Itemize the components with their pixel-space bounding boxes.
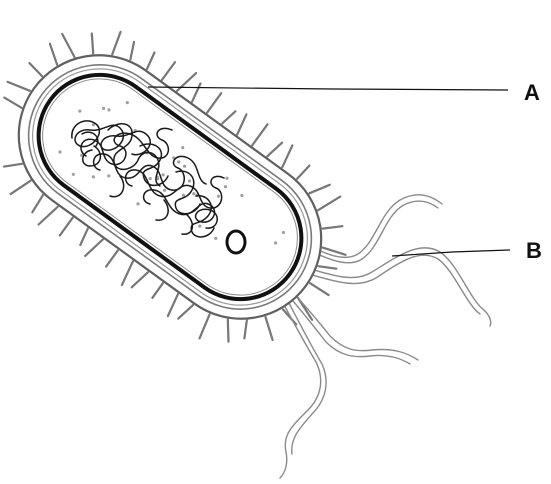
pilus: [266, 317, 273, 340]
pilus: [106, 251, 118, 267]
pilus: [32, 195, 43, 212]
pilus: [130, 42, 134, 60]
ribosome-dot: [92, 175, 95, 178]
pilus: [11, 181, 31, 194]
ribosome-dot: [162, 173, 165, 176]
pilus: [200, 314, 210, 338]
pilus: [62, 34, 74, 57]
pilus: [237, 114, 246, 134]
pilus: [267, 143, 282, 157]
pilus: [228, 320, 229, 342]
ribosome-dot: [72, 173, 75, 176]
ribosome-dot: [126, 101, 129, 104]
pilus: [4, 164, 22, 167]
ribosome-dot: [107, 108, 110, 111]
ribosome-dot: [282, 231, 285, 234]
ribosome-dot: [240, 194, 243, 197]
label-b: B: [526, 238, 542, 263]
pilus: [318, 197, 340, 211]
pilus: [282, 145, 292, 167]
ribosome-dot: [192, 192, 195, 195]
pilus: [244, 321, 246, 339]
pilus: [168, 294, 178, 316]
pilus: [323, 226, 343, 228]
pilus: [178, 305, 193, 319]
ribosome-dot: [225, 177, 228, 180]
ribosome-dot: [274, 241, 277, 244]
pilus: [162, 62, 175, 80]
ribosome-dot: [224, 185, 227, 188]
granule-icon: [227, 231, 245, 253]
pilus: [4, 98, 21, 108]
leader-line-a: [148, 87, 508, 90]
pilus: [60, 218, 73, 236]
ribosome-dot: [149, 177, 152, 180]
pilus: [85, 240, 103, 256]
pilus: [207, 93, 221, 112]
pilus: [122, 261, 133, 285]
pilus: [309, 185, 329, 194]
ribosome-dot: [177, 160, 180, 163]
pilus: [92, 34, 93, 54]
ribosome-dot: [136, 202, 139, 205]
pilus: [8, 82, 30, 91]
pilus: [310, 283, 329, 295]
pilus: [147, 53, 155, 69]
ribosome-dot: [163, 189, 166, 192]
pilus: [319, 266, 337, 269]
ribosome-dot: [198, 225, 201, 228]
pilus: [297, 166, 309, 179]
ribosome-dot: [214, 237, 217, 240]
ribosome-dot: [181, 146, 184, 149]
ribosome-dot: [107, 174, 110, 177]
pilus: [50, 44, 57, 65]
ribosome-dot: [58, 150, 61, 153]
ribosome-dot: [188, 179, 191, 182]
pilus: [112, 32, 120, 55]
pilus: [177, 73, 196, 91]
pilus: [252, 124, 267, 145]
ribosome-dot: [183, 165, 186, 168]
pilus: [222, 111, 235, 123]
pilus: [39, 207, 58, 225]
pilus: [192, 84, 200, 102]
pilus: [30, 63, 43, 76]
pilus: [80, 229, 88, 245]
label-a: A: [524, 80, 540, 105]
pilus: [152, 283, 163, 298]
flagellum-4: [276, 288, 326, 478]
ribosome-dot: [217, 195, 220, 198]
pilus: [132, 272, 148, 287]
ribosome-dot: [102, 107, 105, 110]
ribosome-dot: [78, 110, 81, 113]
